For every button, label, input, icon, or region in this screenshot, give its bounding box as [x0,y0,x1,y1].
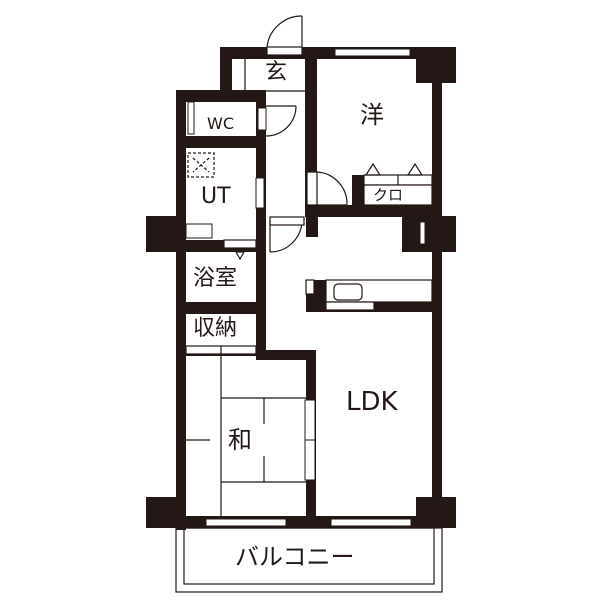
windows [185,48,426,527]
room-label-japanese-room: 和 [228,426,252,454]
room-label-western-room: 洋 [360,101,384,129]
room-label-ldk: LDK [346,387,398,417]
room-label-storage: 収納 [193,316,238,341]
room-label-entrance: 玄 [265,60,288,85]
room-label-closet: クロ [373,186,404,204]
fixtures [175,15,443,593]
room-label-bathroom: 浴室 [193,266,238,291]
room-label-utility: UT [201,184,231,209]
room-label-toilet: WC [207,114,234,133]
room-label-balcony: バルコニー [235,543,355,571]
